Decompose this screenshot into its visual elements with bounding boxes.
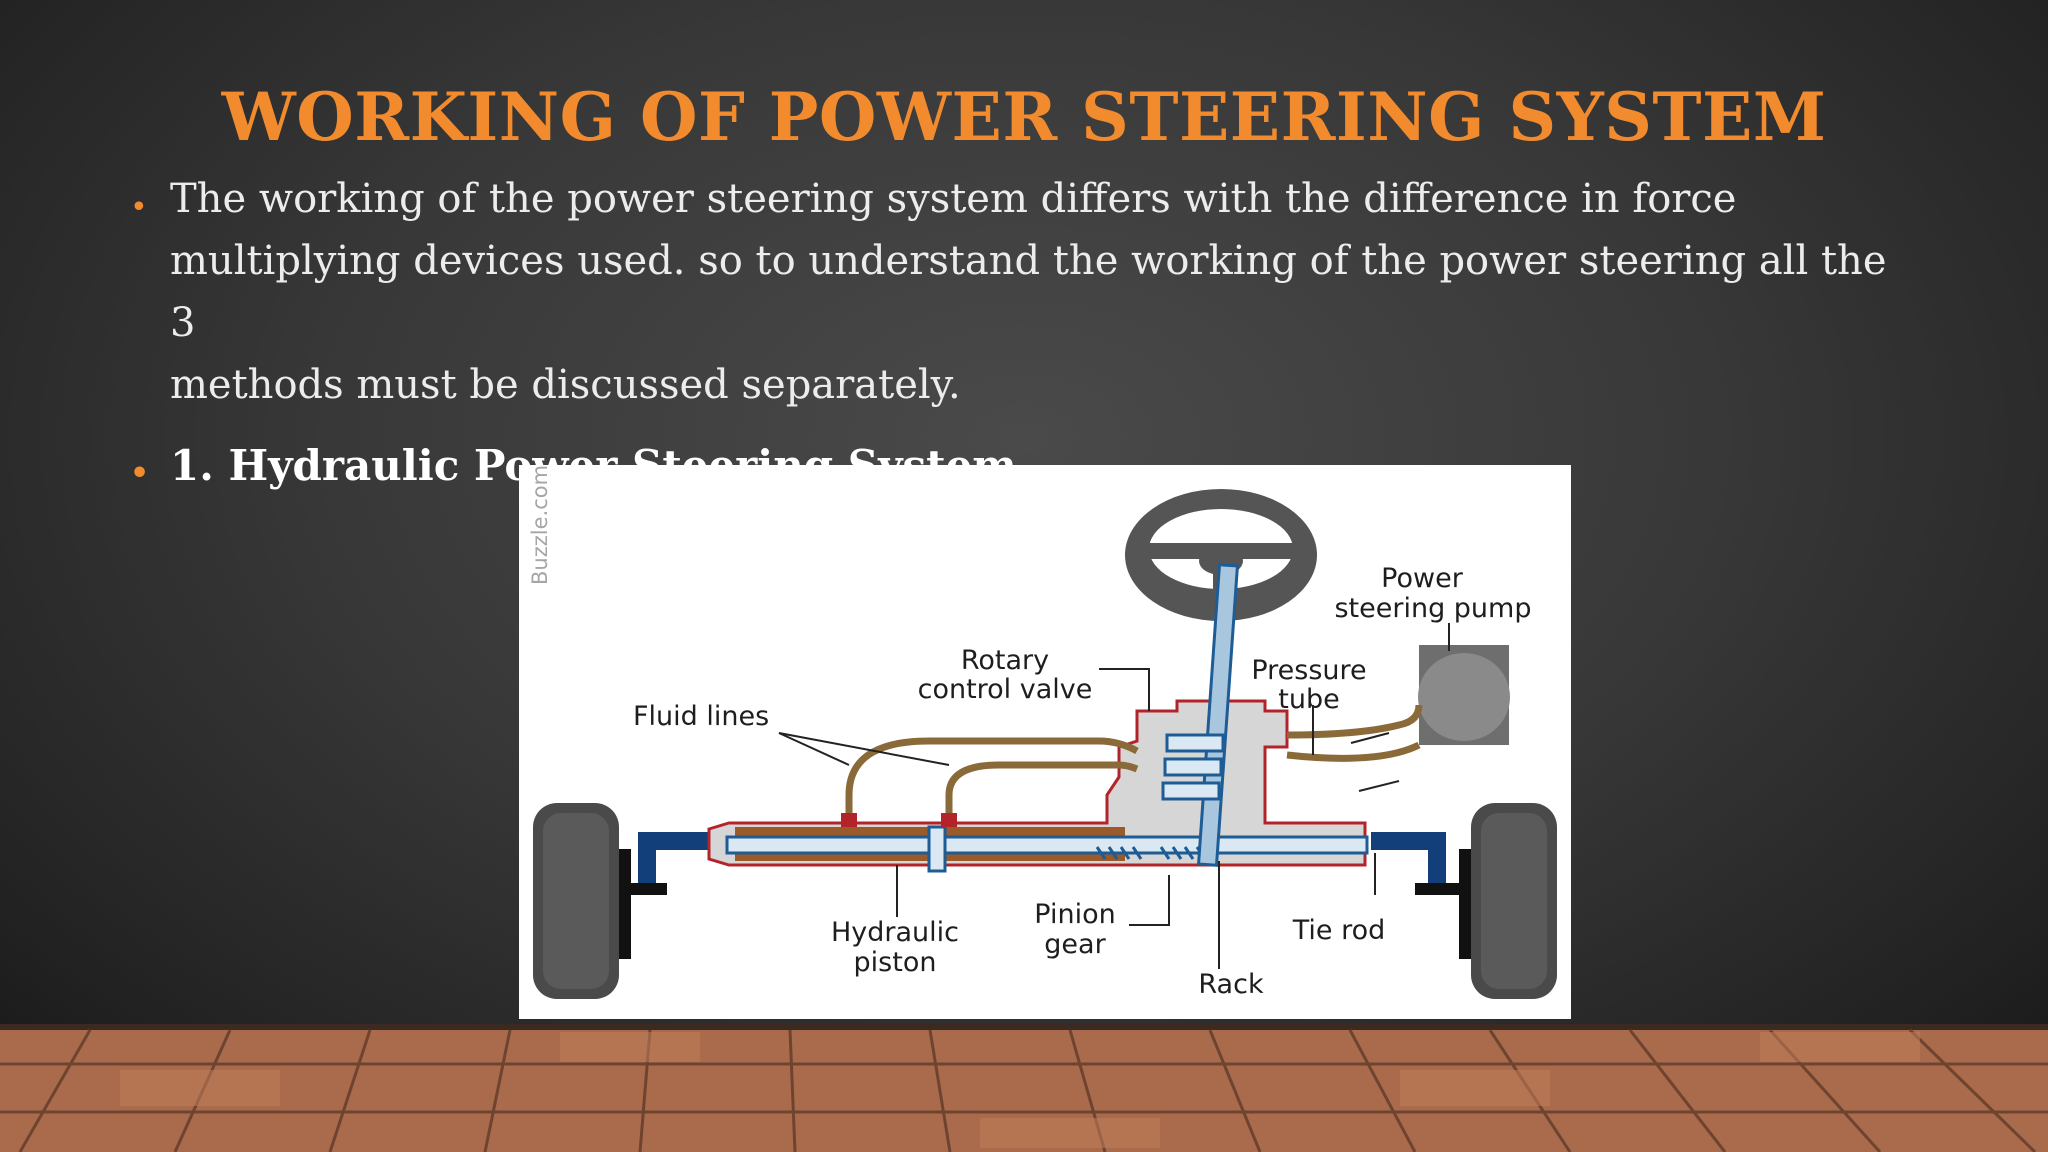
power-steering-diagram: Buzzle.com xyxy=(519,465,1571,1019)
rack-housing xyxy=(707,699,1369,873)
bullet-dot-icon: • xyxy=(130,190,148,225)
bullet-list: • The working of the power steering syst… xyxy=(130,168,1890,494)
slide-title: WORKING OF POWER STEERING SYSTEM xyxy=(221,78,1827,156)
steering-column xyxy=(1161,563,1240,867)
bullet-text-line: multiplying devices used. so to understa… xyxy=(170,238,1887,346)
label-rotary: Rotary xyxy=(961,645,1049,676)
bullet-text-line: methods must be discussed separately. xyxy=(170,362,961,408)
label-tube: tube xyxy=(1278,684,1339,715)
fluid-lines xyxy=(845,704,1423,825)
right-wheel-icon xyxy=(1415,803,1557,999)
steering-wheel-icon xyxy=(1125,489,1317,621)
label-pointers xyxy=(778,623,1450,969)
bullet-item-intro: • The working of the power steering syst… xyxy=(130,168,1890,416)
power-steering-pump-icon xyxy=(1418,645,1510,745)
bullet-text-line: The working of the power steering system… xyxy=(170,176,1737,222)
diagram-watermark: Buzzle.com xyxy=(528,465,552,585)
left-wheel-icon xyxy=(533,803,667,999)
label-tie-rod: Tie rod xyxy=(1292,915,1386,946)
tie-rods xyxy=(638,832,1446,883)
label-pinion: Pinion xyxy=(1034,899,1115,930)
label-piston: piston xyxy=(854,947,937,978)
label-power: Power xyxy=(1381,563,1464,594)
label-rack: Rack xyxy=(1198,969,1264,1000)
label-control-valve: control valve xyxy=(918,674,1093,705)
label-hydraulic: Hydraulic xyxy=(831,917,959,948)
fluid-line-fittings xyxy=(841,813,957,827)
label-pressure: Pressure xyxy=(1251,655,1366,686)
label-gear: gear xyxy=(1044,929,1106,960)
bullet-dot-icon: • xyxy=(130,456,150,491)
wood-floor xyxy=(0,1024,2048,1152)
label-fluid-lines: Fluid lines xyxy=(633,701,769,732)
label-steering-pump: steering pump xyxy=(1334,593,1531,624)
